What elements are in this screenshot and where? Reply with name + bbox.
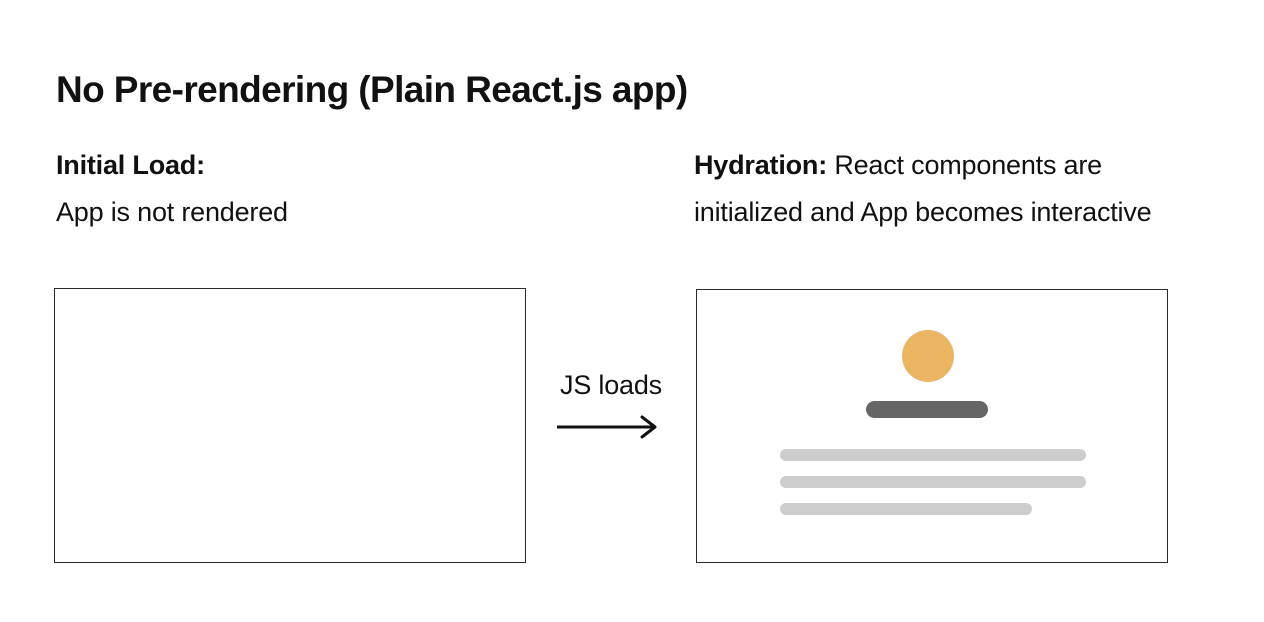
js-loads-label: JS loads	[560, 370, 662, 400]
text-line-short	[780, 503, 1032, 515]
empty-app-frame	[54, 288, 526, 563]
avatar-circle	[902, 330, 954, 382]
hydration-description: React components are initialized and App…	[694, 150, 1152, 227]
hydrated-app-frame	[696, 289, 1168, 563]
right-arrow-icon	[557, 415, 657, 439]
text-line	[780, 476, 1086, 488]
text-line	[780, 449, 1086, 461]
heading-bar	[866, 401, 988, 418]
initial-load-label: Initial Load:	[56, 150, 205, 180]
initial-load-description: App is not rendered	[56, 197, 288, 227]
js-loads-connector: JS loads	[554, 369, 668, 441]
initial-load-caption: Initial Load: App is not rendered	[56, 142, 536, 236]
hydration-label: Hydration:	[694, 150, 828, 180]
page-title: No Pre-rendering (Plain React.js app)	[56, 68, 688, 110]
hydration-caption: Hydration: React components are initiali…	[694, 142, 1210, 236]
